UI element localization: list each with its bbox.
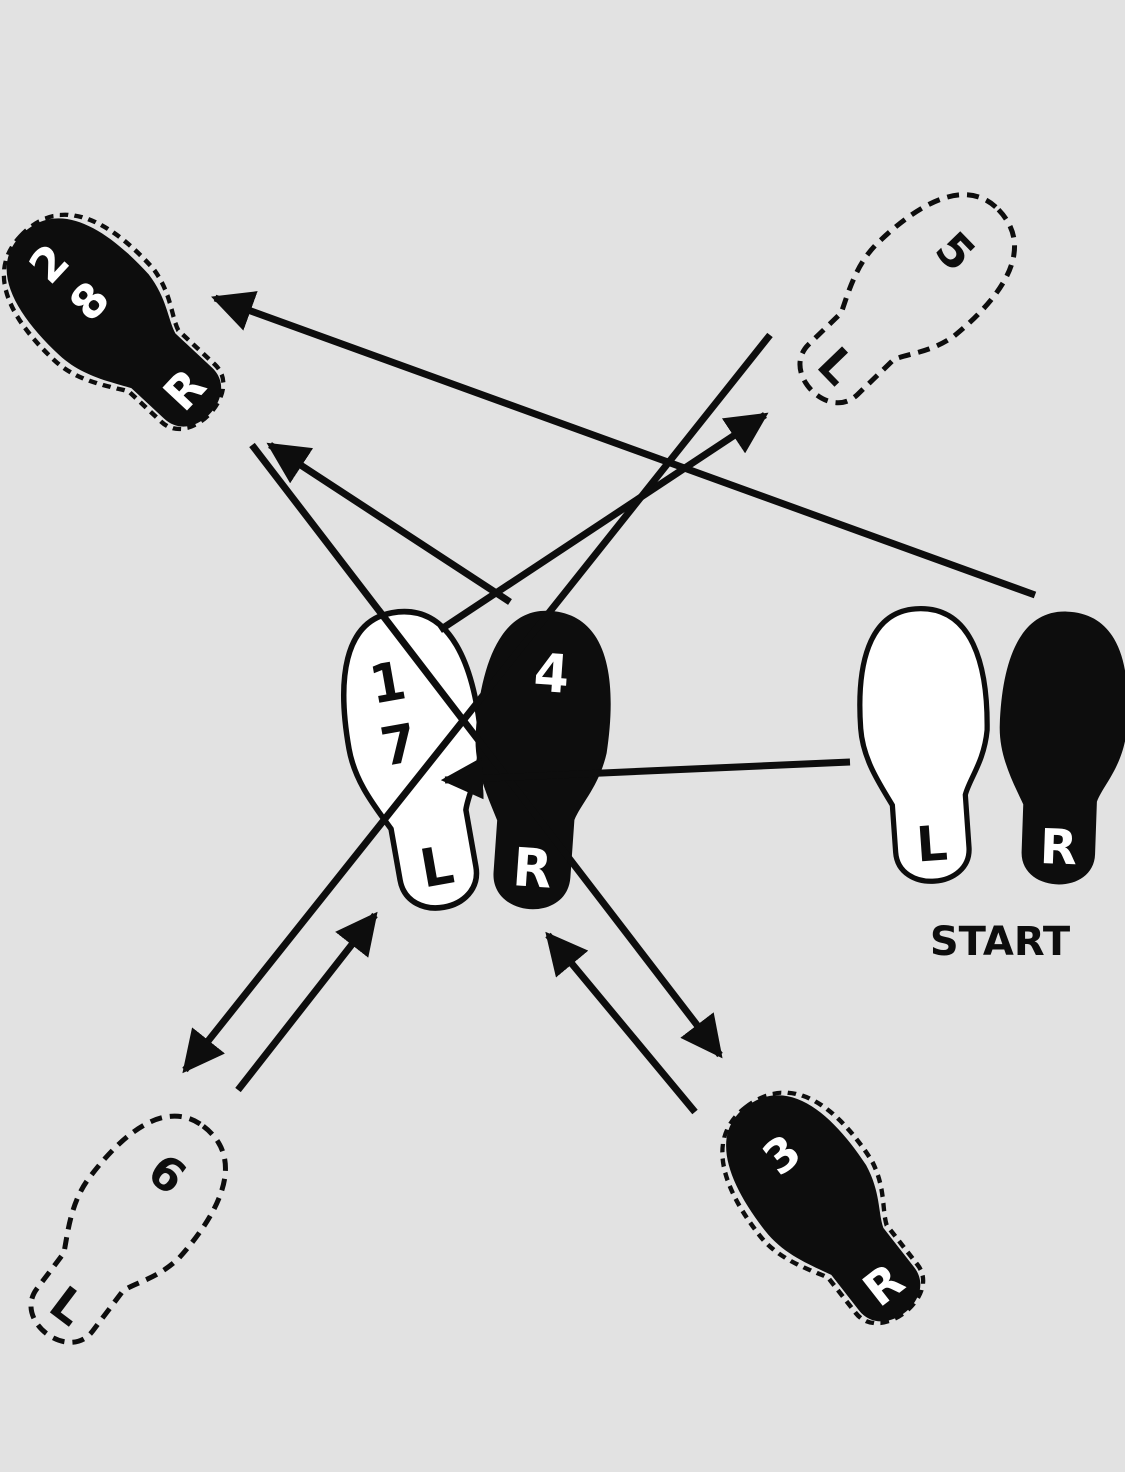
footprint-5-left: 5 L [770, 167, 1041, 435]
footprint-start-left: L [853, 604, 999, 885]
arrow-to-step-2-8 [211, 291, 1037, 599]
arrow-to-step-6 [182, 332, 773, 1074]
arrow-from-step-6 [235, 911, 378, 1093]
footprint-3-right: 3 R [692, 1065, 959, 1353]
foot-letter-r: R [1039, 819, 1078, 876]
start-label: START [930, 919, 1071, 965]
foot-letter-r: R [511, 837, 554, 901]
footprint-6-left: 6 L [0, 1090, 252, 1371]
arrow-to-upper-left [266, 442, 512, 605]
footprint-4-right: 4 R [463, 606, 618, 914]
footprint-1-7-left: 1 7 L [327, 601, 510, 919]
footprint-start-right: R [994, 609, 1125, 887]
footprint-2-8-right: 2 8 R [0, 186, 257, 463]
step-number-6: 6 [138, 1143, 196, 1205]
arrow-to-step-3 [249, 442, 723, 1059]
arrow-start-to-center [440, 757, 851, 800]
foot-letter-l: L [915, 816, 950, 874]
foot-letter-l: L [40, 1275, 96, 1336]
arrow-from-step-3 [545, 931, 698, 1115]
arrow-to-step-5 [438, 412, 769, 633]
step-number-4: 4 [532, 643, 571, 707]
step-number-5: 5 [925, 221, 986, 282]
foot-letter-l: L [807, 337, 866, 396]
